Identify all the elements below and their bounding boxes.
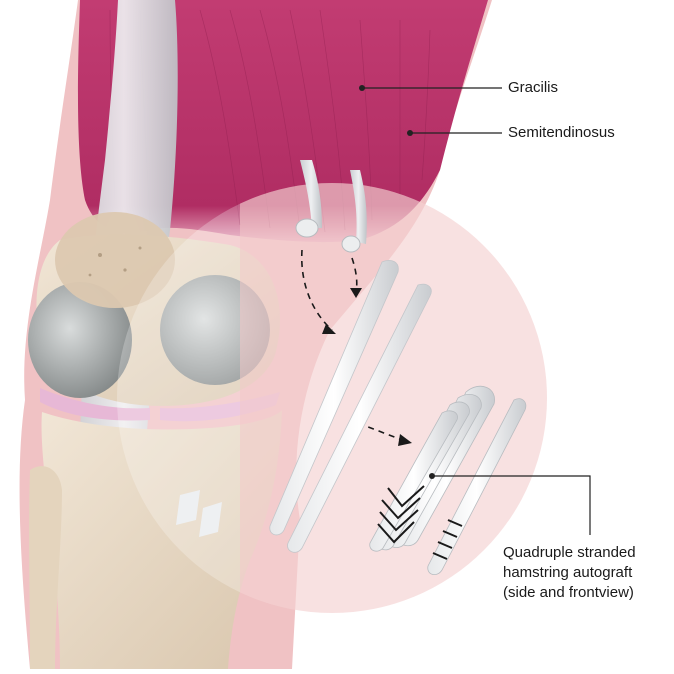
graft-label-line-3: (side and frontview) xyxy=(503,583,636,603)
semitendinosus-label: Semitendinosus xyxy=(508,123,615,143)
gracilis-label: Gracilis xyxy=(508,78,558,98)
semitendinosus-cut-end xyxy=(342,236,360,252)
graft-label-line-1: Quadruple stranded xyxy=(503,543,636,563)
gracilis-cut-end xyxy=(296,219,318,237)
graft-label-line-2: hamstring autograft xyxy=(503,563,636,583)
graft-label: Quadruple stranded hamstring autograft (… xyxy=(503,543,636,603)
